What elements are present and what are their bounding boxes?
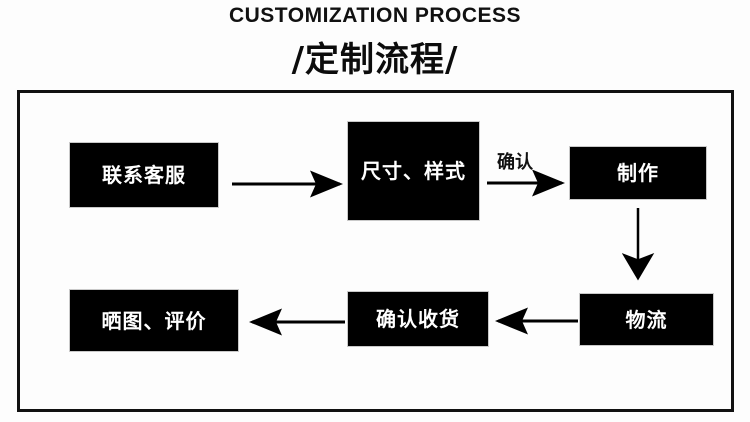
connector-label-confirm: 确认	[497, 152, 533, 173]
title-english: CUSTOMIZATION PROCESS	[228, 4, 522, 27]
node-contact-service[interactable]: 联系客服	[70, 143, 218, 207]
node-production[interactable]: 制作	[570, 147, 706, 199]
node-photo-and-review[interactable]: 晒图、评价	[70, 290, 238, 351]
node-logistics[interactable]: 物流	[580, 294, 713, 345]
node-size-and-style[interactable]: 尺寸、样式	[348, 122, 479, 220]
node-confirm-receipt[interactable]: 确认收货	[348, 292, 488, 346]
title-chinese: /定制流程/	[291, 40, 459, 80]
